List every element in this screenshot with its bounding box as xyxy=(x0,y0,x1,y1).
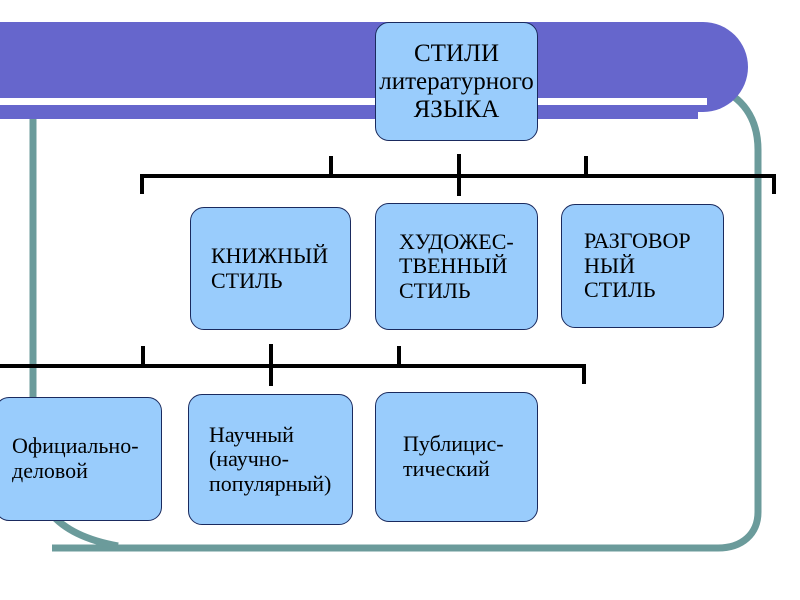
node-label: ХУДОЖЕС- ТВЕННЫЙ СТИЛЬ xyxy=(399,228,514,303)
connector-bus-level3 xyxy=(0,364,586,368)
connector-bus-level2-left-end xyxy=(140,174,144,194)
connector-tick-official xyxy=(141,346,145,366)
node-official-business-style[interactable]: Официально- деловой xyxy=(0,397,162,521)
node-publicistic-style[interactable]: Публицис- тический xyxy=(375,392,538,522)
node-label: Публицис- тический xyxy=(403,431,504,481)
node-label: КНИЖНЫЙ СТИЛЬ xyxy=(211,242,329,293)
node-label: СТИЛИ литературного ЯЗЫКА xyxy=(379,39,534,123)
connector-bus-level2-right-end xyxy=(772,174,776,194)
node-styles-of-literary-language[interactable]: СТИЛИ литературного ЯЗЫКА xyxy=(375,22,538,141)
header-banner-lower-strip xyxy=(0,105,698,119)
node-label: РАЗГОВОР НЫЙ СТИЛЬ xyxy=(584,228,691,303)
connector-bus-level3-right-end xyxy=(582,364,586,384)
node-label: Научный (научно- популярный) xyxy=(209,421,332,496)
node-colloquial-style[interactable]: РАЗГОВОР НЫЙ СТИЛЬ xyxy=(561,204,724,328)
node-artistic-style[interactable]: ХУДОЖЕС- ТВЕННЫЙ СТИЛЬ xyxy=(375,203,538,330)
connector-tick-scientific xyxy=(269,344,273,386)
connector-tick-publicistic xyxy=(397,346,401,366)
node-bookish-style[interactable]: КНИЖНЫЙ СТИЛЬ xyxy=(190,207,351,330)
header-banner-white-rule xyxy=(0,98,707,105)
header-banner xyxy=(0,22,748,112)
connector-tick-colloquial xyxy=(584,156,588,176)
connector-tick-bookish xyxy=(329,156,333,176)
node-label: Официально- деловой xyxy=(12,433,139,483)
node-scientific-style[interactable]: Научный (научно- популярный) xyxy=(188,394,353,525)
connector-tick-artistic xyxy=(457,154,461,196)
